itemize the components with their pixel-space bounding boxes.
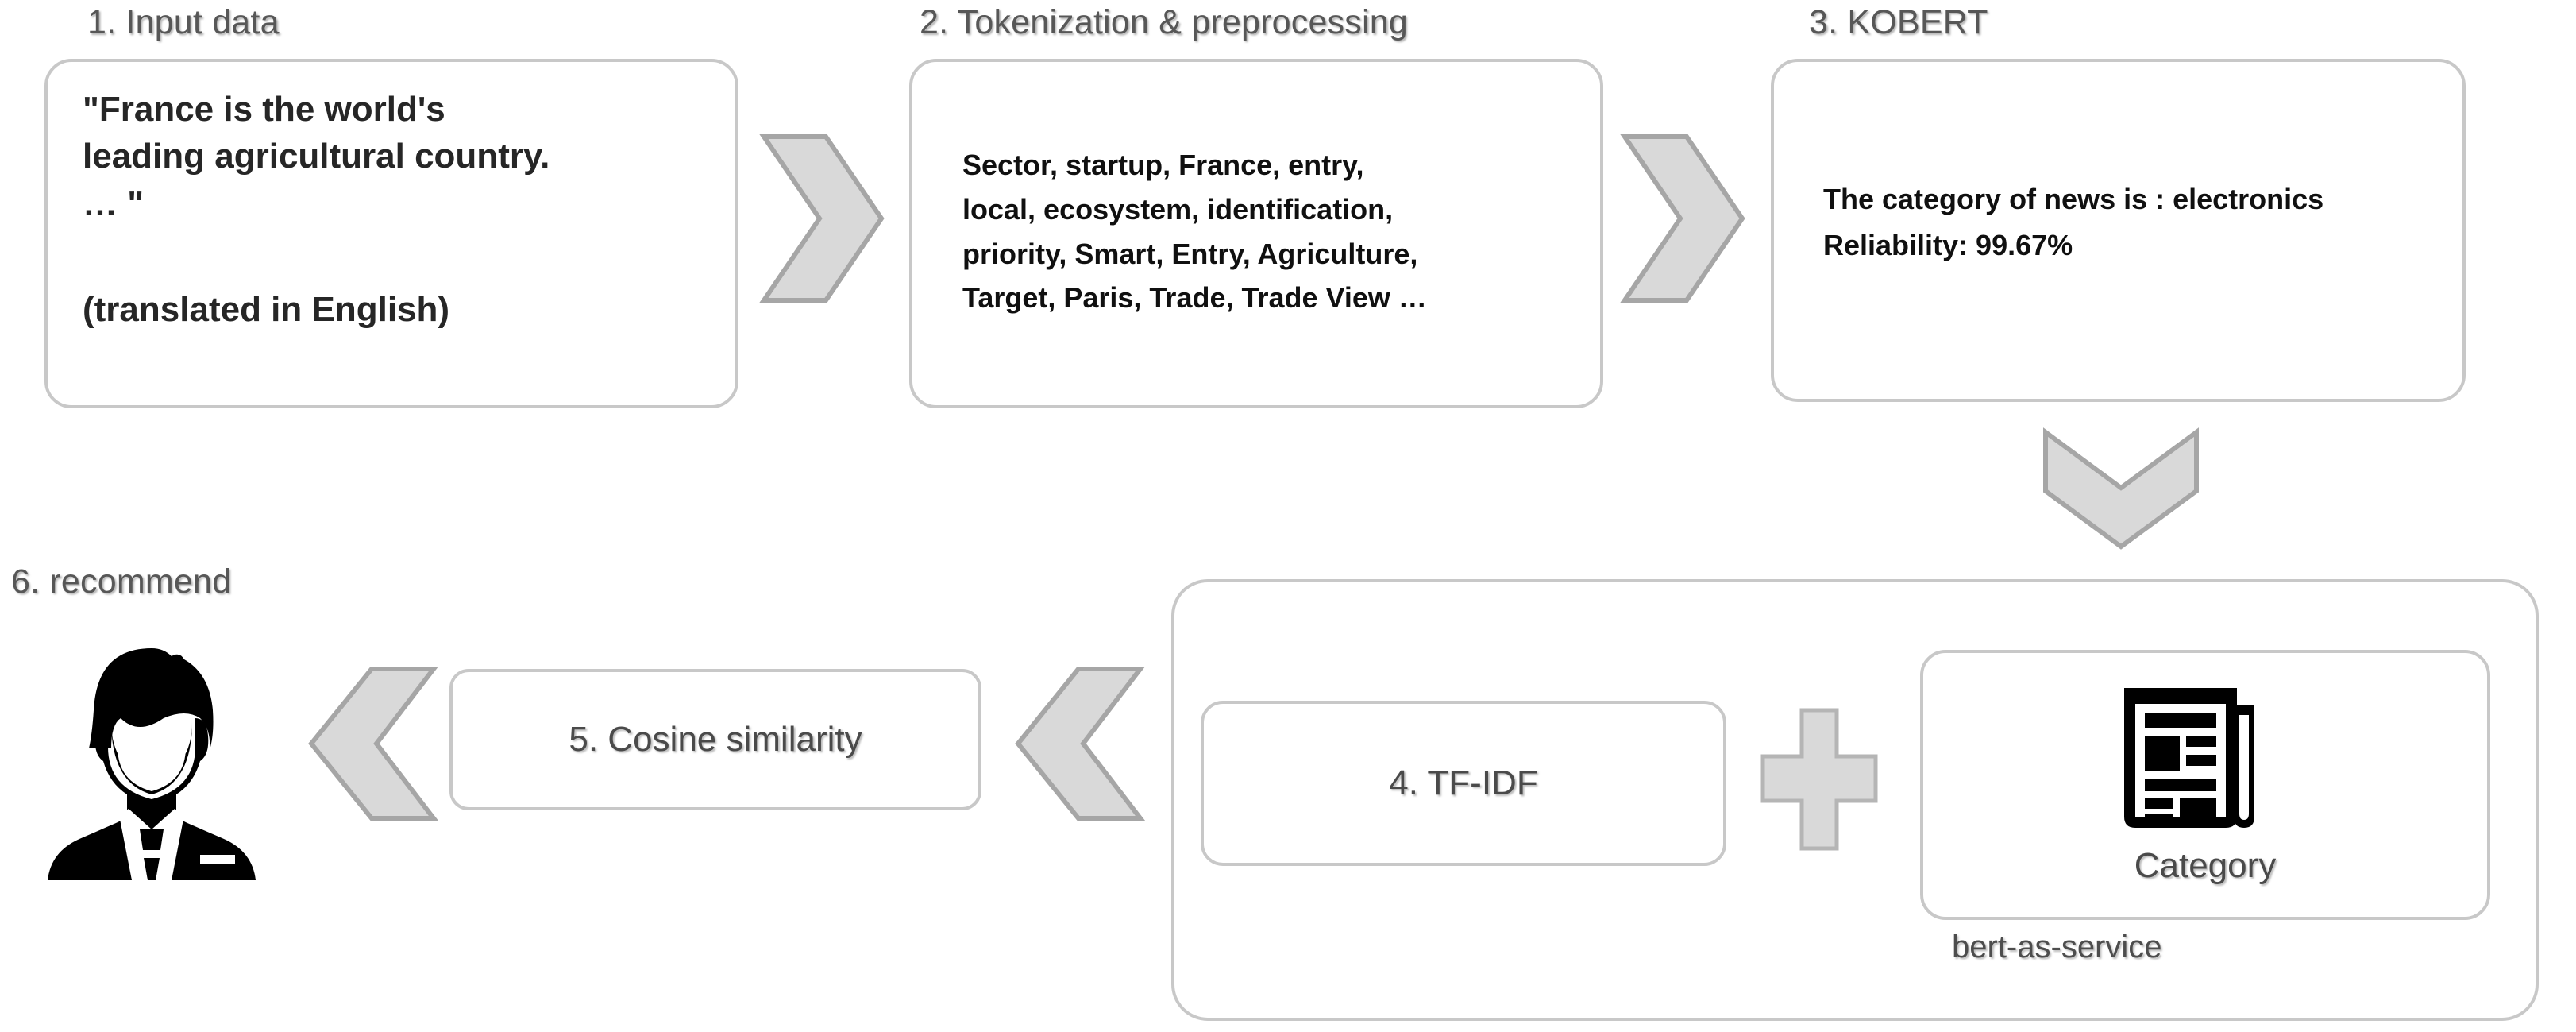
chevron-right-arrow-1 xyxy=(759,133,885,303)
chevron-right-arrow-2 xyxy=(1620,133,1745,303)
step-1-title: 1. Input data xyxy=(87,3,280,41)
newspaper-icon xyxy=(2124,688,2254,828)
cosine-label-wrap: 5. Cosine similarity xyxy=(449,669,981,810)
step-6-title: 6. recommend xyxy=(11,562,232,601)
cosine-similarity-box xyxy=(449,669,981,810)
chevron-down-arrow xyxy=(2042,427,2200,550)
tfidf-box xyxy=(1201,701,1726,866)
plus-icon xyxy=(1760,707,1879,852)
tfidf-label: 4. TF-IDF xyxy=(1389,763,1538,802)
category-label-wrap: Category xyxy=(1920,842,2490,890)
tfidf-label-wrap: 4. TF-IDF xyxy=(1201,701,1726,866)
kobert-result: The category of news is : electronics Re… xyxy=(1823,183,2324,261)
category-label: Category xyxy=(2134,846,2277,885)
cosine-similarity-label: 5. Cosine similarity xyxy=(569,720,862,759)
person-in-suit-icon xyxy=(48,648,256,880)
tokenization-box xyxy=(909,59,1603,408)
chevron-left-arrow-2 xyxy=(308,666,439,821)
step-3-title: 3. KOBERT xyxy=(1809,3,1988,41)
step-2-title: 2. Tokenization & preprocessing xyxy=(920,3,1408,41)
chevron-left-arrow-1 xyxy=(1015,666,1146,821)
token-list: Sector, startup, France, entry, local, e… xyxy=(962,149,1427,315)
input-data-note: (translated in English) xyxy=(83,290,450,329)
input-data-quote: "France is the world's leading agricultu… xyxy=(83,90,550,223)
bert-as-service-label: bert-as-service xyxy=(1952,930,2162,964)
kobert-box xyxy=(1771,59,2466,402)
input-data-box xyxy=(44,59,738,408)
